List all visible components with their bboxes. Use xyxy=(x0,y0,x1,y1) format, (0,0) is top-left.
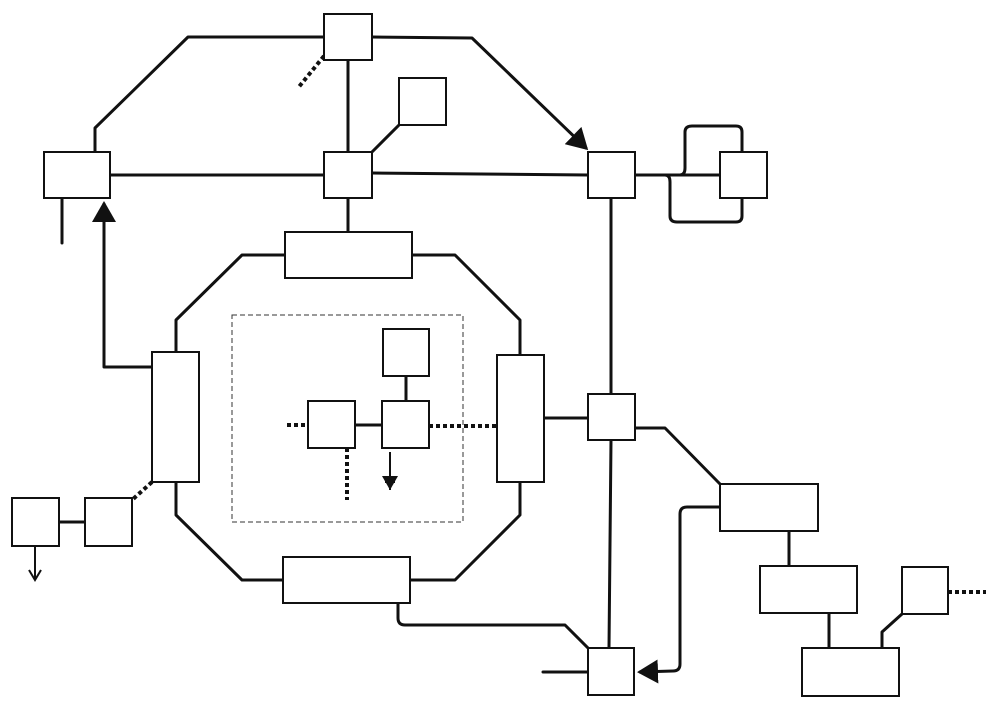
right-diagonal-link xyxy=(633,426,722,486)
node-center-hub[interactable] xyxy=(323,151,373,199)
ring-top-left xyxy=(174,253,287,354)
right-loop-link xyxy=(633,124,744,224)
ring-block-top[interactable] xyxy=(284,231,413,279)
ring-top-right xyxy=(410,253,522,357)
node-bottom-left-1[interactable] xyxy=(11,497,60,547)
open-down-arrow-icon xyxy=(28,546,42,582)
node-bottom-left-2[interactable] xyxy=(84,497,133,547)
ring-block-right[interactable] xyxy=(496,354,545,483)
node-bottom[interactable] xyxy=(587,647,635,696)
node-right-hub[interactable] xyxy=(587,151,636,199)
outer-top-left-link xyxy=(93,35,326,154)
ring-bottom-left xyxy=(174,480,285,582)
dashed-subsystem-boundary xyxy=(231,314,464,523)
chain-block-1[interactable] xyxy=(719,483,819,532)
chain-block-small[interactable] xyxy=(901,566,949,615)
ring-block-bottom[interactable] xyxy=(282,556,411,604)
dotted-top-stub xyxy=(296,54,326,90)
chain-link-3 xyxy=(880,612,904,650)
dotted-left-link xyxy=(130,480,154,502)
inner-link xyxy=(353,374,408,427)
left-return-arrow xyxy=(92,201,154,369)
node-left[interactable] xyxy=(43,151,111,199)
node-top[interactable] xyxy=(323,13,373,61)
inner-node-top[interactable] xyxy=(382,328,430,377)
chain-block-3[interactable] xyxy=(801,647,900,697)
horizontal-bus-right xyxy=(370,171,590,177)
bottom-bar-link xyxy=(396,601,592,652)
right-vertical-bus xyxy=(607,196,613,650)
connections xyxy=(28,35,986,684)
node-far-right[interactable] xyxy=(719,151,768,199)
outer-top-right-link xyxy=(370,35,589,151)
inner-node-right[interactable] xyxy=(381,400,430,449)
top-diagonal-link xyxy=(370,123,401,154)
feedback-arrow xyxy=(637,505,722,684)
node-right-mid[interactable] xyxy=(587,393,636,441)
ring-bottom-right xyxy=(408,480,522,582)
inner-node-left[interactable] xyxy=(307,400,356,449)
ring-block-left[interactable] xyxy=(151,351,200,483)
chain-block-2[interactable] xyxy=(759,565,858,614)
node-top-small[interactable] xyxy=(398,77,447,126)
capacitor-arrow-icon xyxy=(385,452,395,490)
nodes xyxy=(11,13,949,697)
